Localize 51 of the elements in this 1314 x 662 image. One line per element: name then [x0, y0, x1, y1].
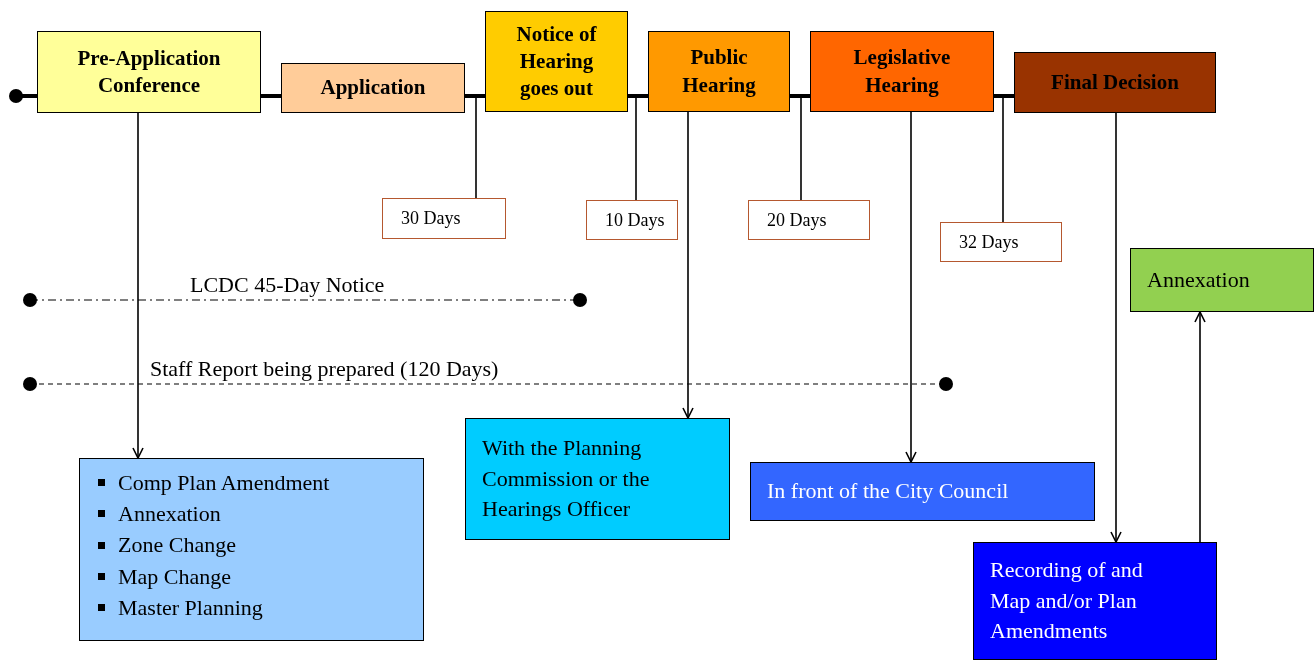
result-box	[973, 542, 1217, 660]
duration-label: LCDC 45-Day Notice	[190, 272, 385, 298]
result-box	[750, 462, 1095, 521]
box-text: Annexation	[1147, 265, 1251, 294]
result-box	[1130, 248, 1314, 312]
duration-box	[940, 222, 1062, 262]
arrow	[1110, 112, 1122, 543]
list-item: Map Change	[118, 562, 232, 591]
stage-box	[810, 31, 994, 112]
box-text: 20 Days	[767, 209, 828, 231]
stage-title: Notice of Hearing goes out	[515, 20, 598, 103]
box-text: In front of the City Council	[767, 477, 1010, 506]
stage-title: Application	[320, 74, 426, 102]
list-item: Master Planning	[118, 593, 263, 622]
arrow	[682, 111, 694, 419]
bulleted-list-box	[79, 458, 424, 641]
stage-title: Legislative Hearing	[852, 44, 952, 99]
leader-line	[1002, 95, 1004, 223]
duration-box	[586, 200, 678, 240]
timeline-segment	[628, 94, 648, 98]
arrow	[905, 111, 917, 463]
list-item: Comp Plan Amendment	[118, 469, 330, 497]
list-item: Annexation	[118, 500, 221, 529]
timeline-segment	[465, 94, 485, 98]
stage-box	[485, 11, 628, 112]
timeline-segment	[9, 89, 37, 103]
duration-box	[748, 200, 870, 240]
box-text: With the Planning Commission or the Hearings Officer	[482, 433, 651, 524]
box-text: 10 Days	[605, 209, 666, 231]
box-text: Recording of and Map and/or Plan Amendments	[990, 555, 1144, 646]
arrow	[132, 112, 144, 459]
arrow	[1194, 311, 1206, 543]
stage-title: Public Hearing	[681, 44, 757, 99]
leader-line	[475, 95, 477, 199]
timeline-segment	[261, 94, 281, 98]
list-item: Zone Change	[118, 531, 236, 560]
stage-box	[37, 31, 261, 113]
leader-line	[800, 95, 802, 201]
timeline-segment	[790, 94, 810, 98]
stage-title: Final Decision	[1051, 68, 1179, 96]
stage-box	[281, 63, 465, 113]
timeline-segment	[994, 94, 1014, 98]
leader-line	[635, 95, 637, 201]
result-box	[465, 418, 730, 540]
duration-box	[382, 198, 506, 239]
duration-label: Staff Report being prepared (120 Days)	[150, 356, 499, 382]
box-text: 32 Days	[959, 231, 1020, 253]
stage-title: Pre-Application Conference	[76, 44, 222, 99]
stage-box	[648, 31, 790, 112]
box-text: 30 Days	[401, 208, 462, 229]
stage-box	[1014, 52, 1216, 113]
